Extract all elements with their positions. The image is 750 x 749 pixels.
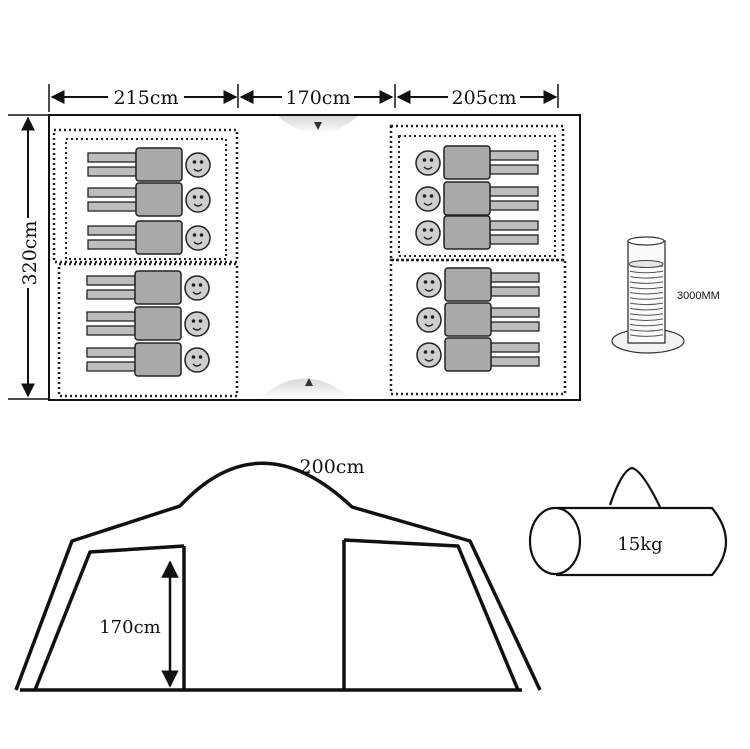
water-level-line: [629, 270, 664, 274]
depth-dimension: 320cm: [8, 114, 48, 400]
width-dimension: 215cm 170cm 205cm: [48, 84, 559, 112]
bedroom-top-left: [52, 128, 239, 264]
water-level-lines: [628, 260, 664, 337]
bedroom-bottom-right: [389, 258, 567, 396]
top-width-label: 200cm: [300, 456, 365, 478]
sleeper-figure: [86, 270, 210, 305]
bag-body: [556, 506, 727, 577]
sleeper-figure: [415, 145, 539, 180]
sleeper-figure: [416, 337, 540, 372]
water-level-line: [629, 329, 664, 332]
tent-inner-wall-left: [33, 544, 185, 691]
rear-door: [258, 378, 352, 399]
inner-bedroom-top-right: [398, 135, 556, 257]
bedroom-outlines: [52, 124, 567, 398]
width-label-right: 205cm: [452, 87, 517, 109]
water-level-line: [629, 286, 664, 290]
water-level-line: [629, 323, 664, 327]
water-level-line: [629, 307, 664, 311]
water-level-line: [629, 313, 664, 316]
bag-end: [528, 506, 582, 576]
depth-label: 320cm: [19, 221, 41, 286]
width-label-center: 170cm: [286, 87, 351, 109]
height-label: 170cm: [99, 617, 161, 638]
sleepers: [86, 145, 540, 377]
sleeper-figure: [86, 306, 210, 341]
water-level-line: [629, 281, 664, 284]
sleeper-figure: [415, 215, 539, 250]
waterproof-gauge: 3000MM: [611, 236, 720, 354]
sleeper-figure: [86, 342, 210, 377]
water-level-line: [629, 318, 664, 321]
tent-roofline: [14, 461, 542, 691]
bag-weight-label: 15kg: [617, 534, 662, 555]
sleeper-figure: [87, 147, 211, 182]
waterproof-label: 3000MM: [677, 290, 720, 302]
sleeper-figure: [87, 182, 211, 217]
carry-bag: 15kg: [528, 466, 727, 577]
water-level-line: [629, 276, 664, 279]
height-dimension: 170cm: [99, 560, 179, 688]
bag-handle: [608, 466, 661, 508]
water-level-line: [629, 297, 664, 300]
front-door: [278, 116, 358, 134]
width-label-left: 215cm: [114, 87, 179, 109]
water-level-line: [629, 334, 664, 337]
sleeper-figure: [87, 220, 211, 255]
water-level-line: [629, 302, 664, 306]
floor-plan: 215cm 170cm 205cm 320cm: [8, 84, 581, 401]
inner-bedroom-top-left: [65, 138, 227, 260]
sleeper-figure: [415, 181, 539, 216]
water-level-line: [629, 292, 664, 295]
floor-outline: [48, 114, 581, 401]
tent-side-view: [14, 461, 542, 692]
sleeper-figure: [416, 267, 540, 302]
water-surface: [628, 260, 664, 268]
tent-inner-wall-right: [343, 538, 520, 691]
sleeper-figure: [416, 302, 540, 337]
